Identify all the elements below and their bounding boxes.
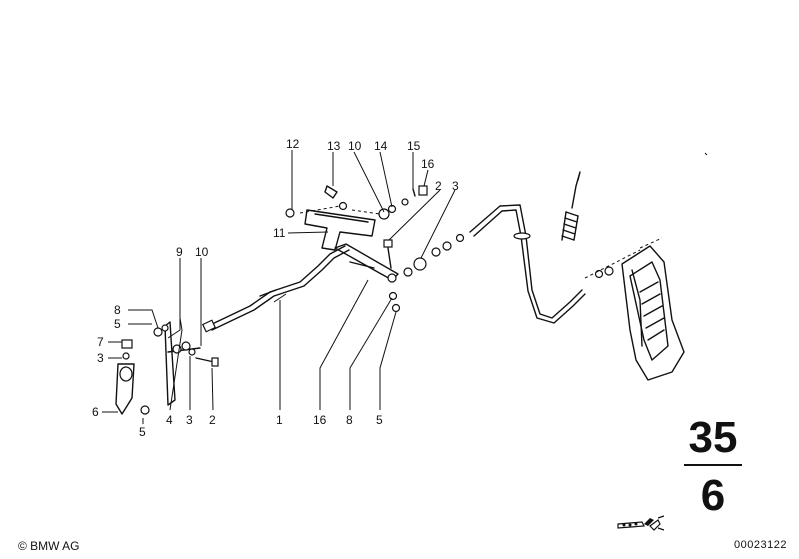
accelerator-pedal: [584, 237, 685, 381]
corner-tick: [704, 152, 708, 156]
label-2-upper: 2: [435, 179, 442, 193]
upper-bracket-assembly: [285, 185, 428, 251]
label-3-left: 3: [97, 351, 104, 365]
left-lever-group: [115, 321, 219, 415]
label-11: 11: [273, 226, 286, 240]
label-5-left: 5: [114, 317, 121, 331]
leader-lines: [102, 150, 456, 424]
diagram-id: 00023122: [734, 539, 787, 551]
pedal-view-icon: [617, 515, 665, 531]
label-15: 15: [407, 139, 421, 153]
label-10-left: 10: [195, 245, 209, 259]
label-4: 4: [166, 413, 173, 427]
group-main-number: 35: [688, 413, 738, 462]
copyright-notice: © BMW AG: [18, 539, 80, 553]
label-7: 7: [97, 335, 104, 349]
group-sub-number: 6: [700, 471, 726, 520]
label-16-upper: 16: [421, 157, 435, 171]
intermediate-lever: [334, 233, 465, 313]
label-12: 12: [286, 137, 300, 151]
return-spring: [561, 171, 581, 241]
label-2-bottom: 2: [209, 413, 216, 427]
label-5-bottom: 5: [376, 413, 383, 427]
label-5-bottom-left: 5: [139, 425, 146, 439]
label-1: 1: [276, 413, 283, 427]
label-10-upper: 10: [348, 139, 362, 153]
linkage-rod: [201, 245, 350, 333]
label-14: 14: [374, 139, 388, 153]
label-8-bottom: 8: [346, 413, 353, 427]
label-9: 9: [176, 245, 183, 259]
label-3-bottom: 3: [186, 413, 193, 427]
label-13: 13: [327, 139, 341, 153]
pedal-rod: [469, 204, 586, 324]
label-6: 6: [92, 405, 99, 419]
group-divider: [684, 464, 742, 466]
part-labels: 12 13 10 14 15 16 2 3 11 9 10 8 5 7 3 6 …: [92, 137, 459, 439]
label-16-bottom: 16: [313, 413, 327, 427]
label-3-upper: 3: [452, 179, 459, 193]
label-8-left: 8: [114, 303, 121, 317]
